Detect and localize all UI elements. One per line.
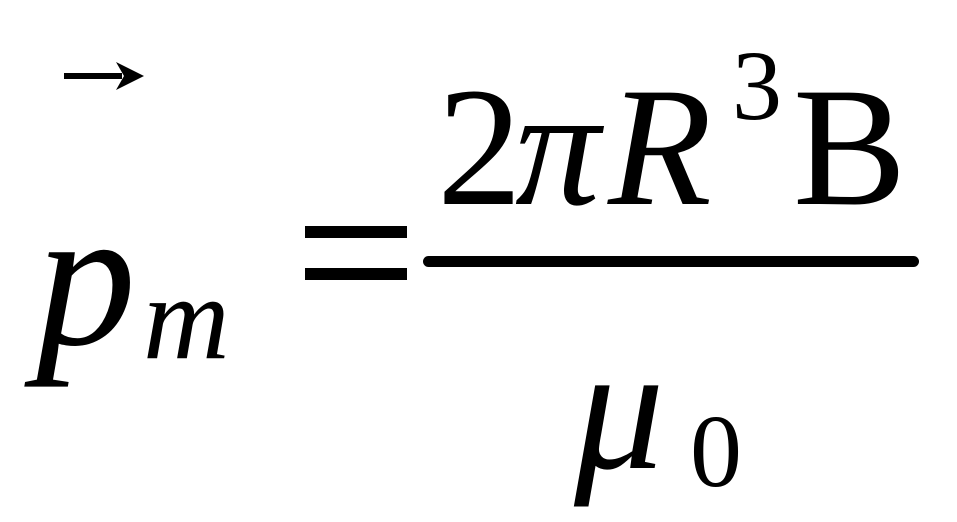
numerator-radius: R [608,53,712,241]
numerator-exponent: 3 [732,30,782,141]
momentum-subscript: m [143,251,230,384]
vector-arrow-icon [64,62,144,90]
denominator-subscript: 0 [690,394,742,509]
numerator-coefficient: 2 [437,53,522,241]
momentum-symbol: p [36,167,136,388]
equals-sign-top [305,226,407,238]
numerator-pi: π [515,53,601,241]
fraction-bar [423,256,919,267]
numerator-field: B [793,53,907,241]
equals-sign-bottom [305,268,407,280]
denominator-mu: μ [574,308,665,507]
